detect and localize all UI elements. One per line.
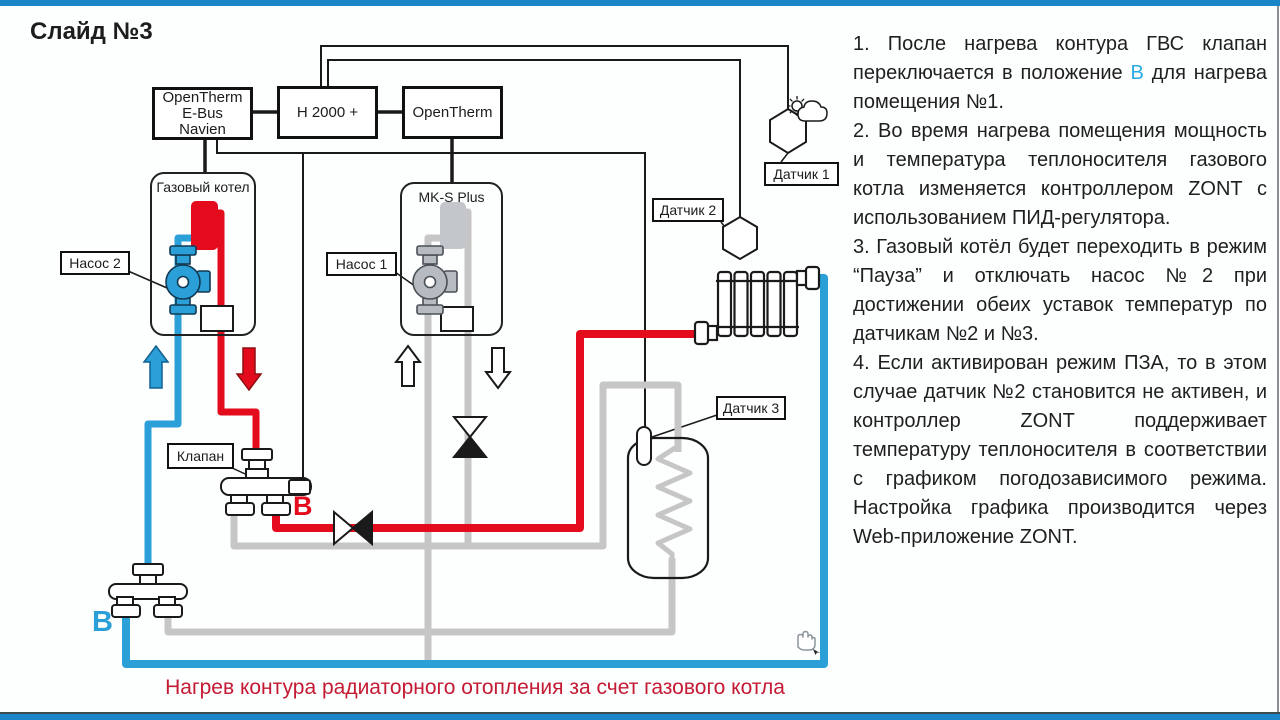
boiler-display [200, 305, 234, 332]
control-wires [203, 45, 789, 482]
sensor1-label-text: Датчик 1 [773, 166, 830, 182]
mks-heat-exchanger [440, 202, 466, 249]
h2000-controller-box: H 2000 + [277, 86, 378, 139]
gas-boiler-box: Газовый котел [150, 172, 256, 336]
right-edge-line [1277, 6, 1279, 712]
mks-plus-title: MK-S Plus [418, 189, 485, 205]
sensor3-wire [216, 140, 646, 429]
flow-arrows [142, 344, 512, 392]
pump2-label: Насос 2 [60, 251, 130, 275]
slide-caption: Нагрев контура радиаторного отопления за… [165, 676, 785, 699]
red-down-arrow [235, 347, 263, 392]
valve-label-text: Клапан [176, 448, 225, 464]
top-frame-bar [0, 0, 1280, 6]
mks-plus-box: MK-S Plus [400, 182, 503, 336]
note-item-4: 4. Если активирован режим ПЗА, то в этом… [853, 352, 1267, 548]
dhw-return-pipe [164, 558, 676, 636]
manifold-valve [108, 563, 188, 618]
pump2-label-text: Насос 2 [69, 255, 121, 271]
sensor2-hexagon [722, 215, 758, 261]
radiator-supply-run [272, 330, 700, 532]
shutoff-valve [451, 416, 489, 458]
pump1-label: Насос 1 [326, 252, 397, 276]
sensor3-probe [636, 426, 652, 466]
radiator [693, 265, 821, 346]
sensor2-wire [327, 59, 741, 218]
valve-position-b-blue: В [92, 606, 113, 638]
outdoor-weather-icon [787, 96, 828, 122]
pump1-label-text: Насос 1 [335, 256, 388, 272]
h2000-label: H 2000 + [296, 103, 359, 121]
notes-column: 1. После нагрева контура ГВС клапан пере… [853, 30, 1267, 552]
opentherm-box: OpenTherm [402, 86, 503, 139]
mks-display [440, 306, 474, 332]
valve-actuator-connector [288, 479, 311, 495]
sensor3-label-text: Датчик 3 [722, 400, 780, 416]
pump2-icon [165, 245, 211, 315]
bottom-frame-bar [0, 712, 1280, 720]
dhw-tank [626, 436, 710, 580]
sensor1-label: Датчик 1 [764, 162, 839, 186]
sensor1-leader [780, 152, 789, 163]
mks-left-pipe [424, 234, 443, 663]
sensor2-label-text: Датчик 2 [659, 202, 717, 218]
white-up-arrow [394, 344, 422, 387]
note-item-1: 1. После нагрева контура ГВС клапан пере… [853, 30, 1267, 117]
hand-cursor-icon [797, 630, 820, 655]
blue-up-arrow [142, 344, 170, 389]
tank-coil [655, 443, 693, 562]
boiler-heat-exchanger [191, 201, 218, 250]
white-down-arrow [484, 347, 512, 390]
pump1-icon [412, 245, 458, 315]
sensor3-leader [651, 414, 718, 438]
valve-label: Клапан [167, 443, 234, 469]
note-item-3: 3. Газовый котёл будет переходить в режи… [853, 236, 1267, 345]
check-valve [333, 509, 373, 547]
opentherm-label: OpenTherm [412, 103, 493, 121]
note1-text: 1. После нагрева контура ГВС клапан пере… [853, 33, 1267, 84]
note1-b-highlight: В [1130, 62, 1144, 84]
dhw-supply-pipe [230, 381, 682, 550]
sensor2-label: Датчик 2 [652, 198, 724, 222]
three-way-valve [220, 448, 312, 516]
sensor1-wire [320, 45, 789, 110]
note-item-2: 2. Во время нагрева помещения мощность и… [853, 120, 1267, 229]
sensor3-label: Датчик 3 [716, 396, 786, 420]
opentherm-ebus-box: OpenTherm E-Bus Navien [152, 87, 253, 140]
note1-text-end: для нагрева помещения №1. [853, 62, 1267, 113]
gas-boiler-title: Газовый котел [156, 179, 250, 195]
cloud-icon [797, 100, 828, 122]
boiler-return-riser [144, 234, 195, 580]
valve-position-b-red: В [293, 491, 313, 521]
page-title: Слайд №3 [30, 18, 153, 45]
opentherm-ebus-label: OpenTherm E-Bus Navien [162, 88, 243, 138]
